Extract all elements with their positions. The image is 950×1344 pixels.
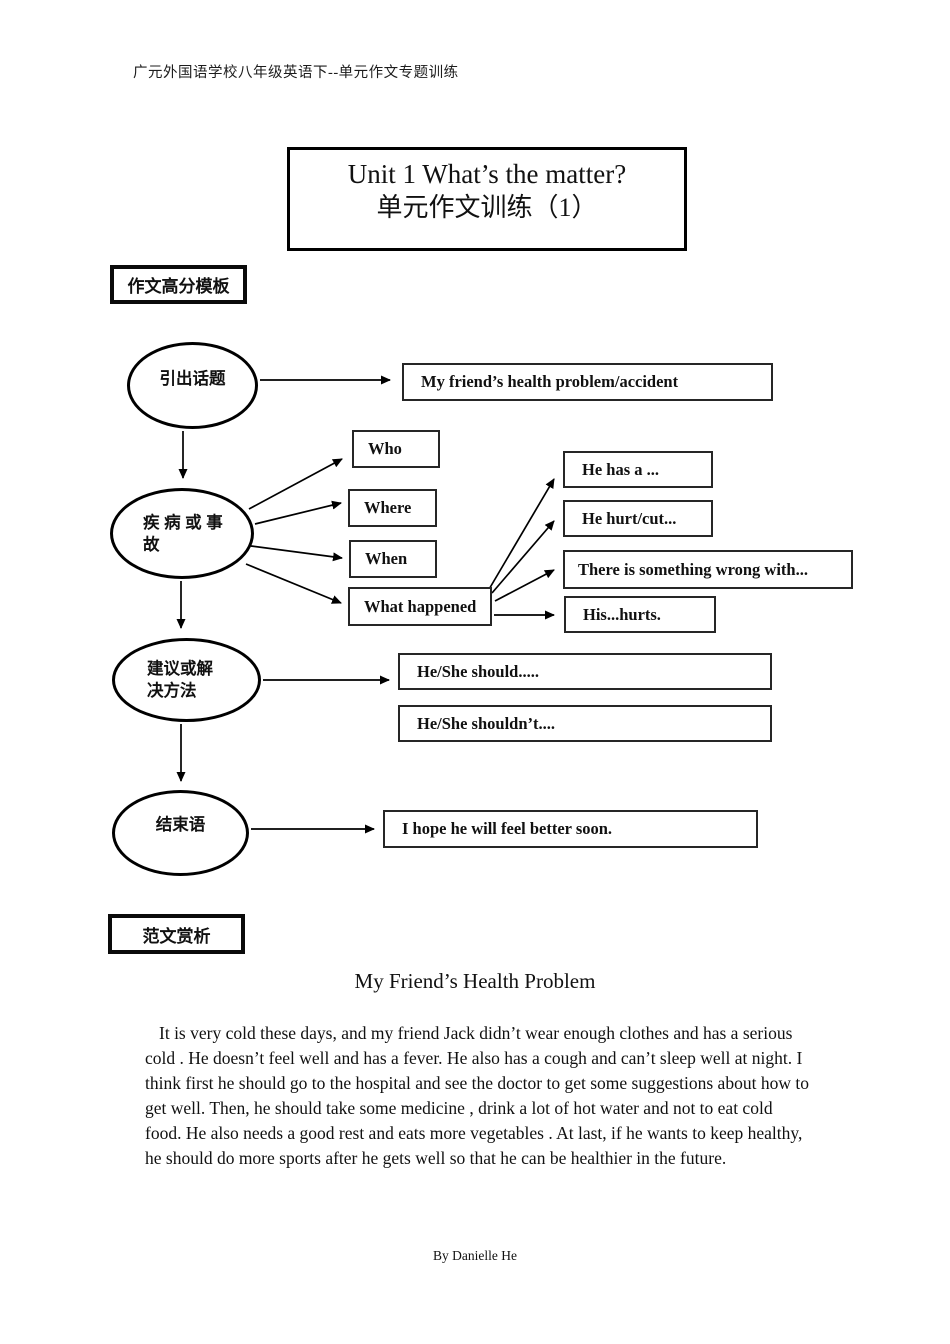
arrow-what-to-hurt: [491, 520, 555, 594]
flow-box-when: When: [349, 540, 437, 578]
flow-node-advice-label-line2: 决方法: [147, 682, 197, 700]
flow-box-what-happened: What happened: [348, 587, 492, 626]
unit-title-chinese: 单元作文训练（1）: [376, 193, 598, 222]
flow-node-topic: 引出话题: [127, 342, 258, 429]
flow-node-ending-label: 结束语: [155, 816, 206, 834]
flow-node-advice: 建议或解 决方法: [112, 638, 261, 722]
essay-body: It is very cold these days, and my frien…: [145, 1023, 809, 1168]
unit-title-box: Unit 1 What’s the matter? 单元作文训练（1）: [287, 147, 687, 251]
section-label-template: 作文高分模板: [110, 265, 247, 304]
flow-node-ending: 结束语: [112, 790, 249, 876]
flow-box-where: Where: [348, 489, 437, 527]
flow-node-illness-label-line1: 疾 病 或 事: [143, 513, 223, 532]
section-label-sample: 范文赏析: [108, 914, 245, 954]
flow-node-illness-label-line2: 故: [143, 535, 160, 554]
arrow-illness-to-where: [254, 500, 342, 525]
flow-box-topic: My friend’s health problem/accident: [402, 363, 773, 401]
unit-title-english: Unit 1 What’s the matter?: [347, 159, 627, 189]
flow-box-who: Who: [352, 430, 440, 468]
page-footer: By Danielle He: [433, 1248, 517, 1263]
page-header: 广元外国语学校八年级英语下--单元作文专题训练: [133, 65, 459, 81]
flow-box-he-hurt-cut: He hurt/cut...: [563, 500, 713, 537]
flow-box-should: He/She should.....: [398, 653, 772, 690]
flow-node-illness: 疾 病 或 事 故: [110, 488, 254, 579]
arrow-illness-to-who: [248, 458, 343, 510]
flow-node-advice-label-line1: 建议或解: [147, 660, 213, 678]
flow-box-hope: I hope he will feel better soon.: [383, 810, 758, 848]
arrow-illness-to-what: [245, 563, 342, 604]
flow-box-his-hurts: His...hurts.: [564, 596, 716, 633]
arrow-illness-to-when: [250, 545, 343, 562]
flow-node-topic-label: 引出话题: [159, 369, 226, 388]
arrow-what-to-has: [487, 478, 555, 592]
arrow-what-to-wrong: [494, 569, 555, 602]
flow-box-something-wrong: There is something wrong with...: [563, 550, 853, 589]
flow-box-he-has-a: He has a ...: [563, 451, 713, 488]
essay-title: My Friend’s Health Problem: [354, 969, 596, 993]
flow-box-shouldnt: He/She shouldn’t....: [398, 705, 772, 742]
